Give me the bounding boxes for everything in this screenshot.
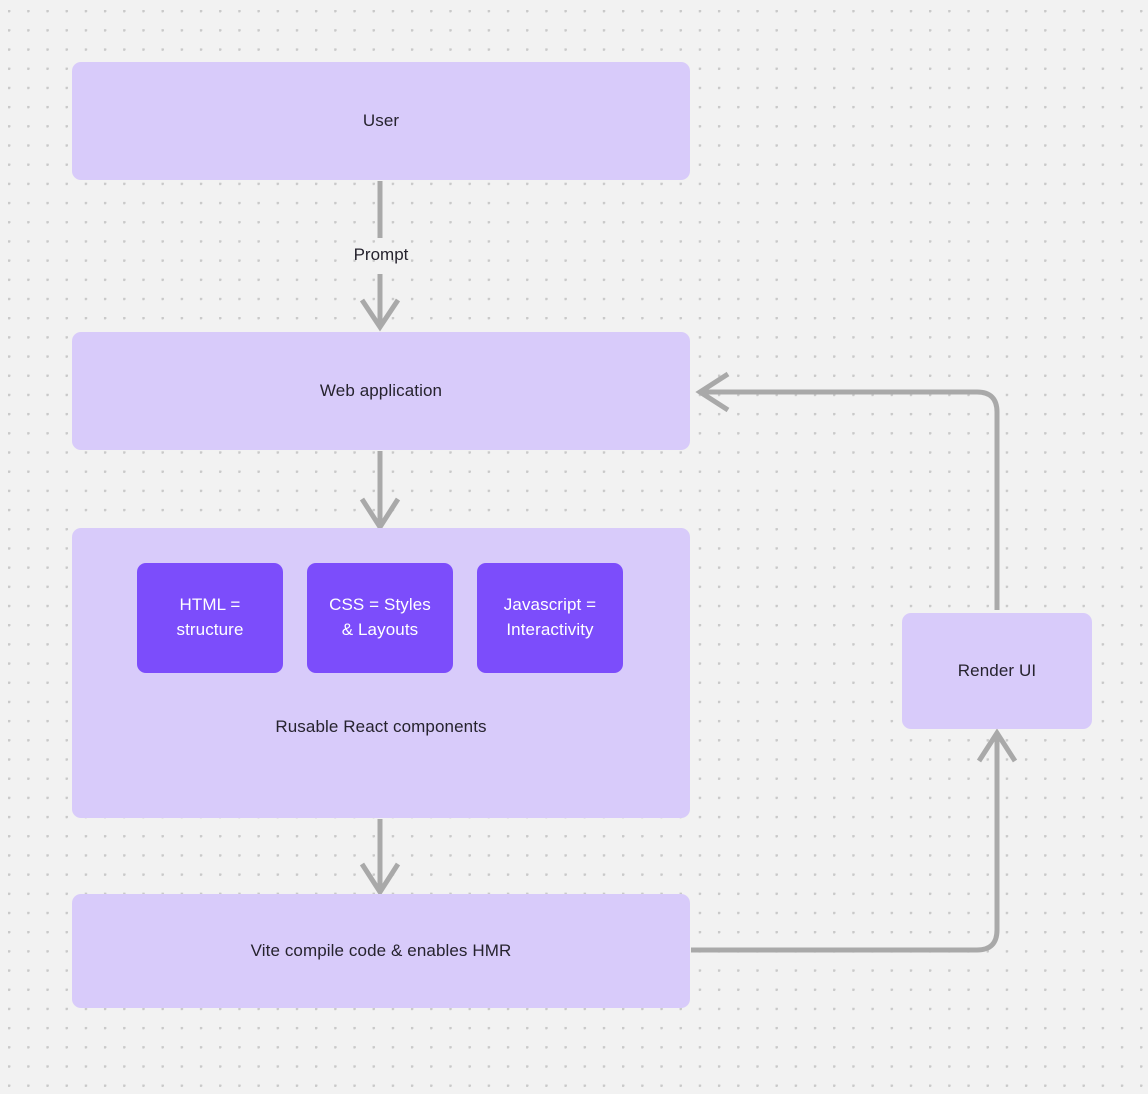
node-user[interactable]: User <box>72 62 690 180</box>
chip-css-line2: & Layouts <box>341 620 419 639</box>
arrowhead-prompt-to-webapp <box>359 298 401 332</box>
chip-css[interactable]: CSS = Styles & Layouts <box>307 563 453 673</box>
node-reusable-components[interactable]: HTML = structure CSS = Styles & Layouts … <box>72 528 690 818</box>
node-user-label: User <box>362 110 400 130</box>
node-render-ui[interactable]: Render UI <box>902 613 1092 729</box>
node-web-application-label: Web application <box>319 380 443 400</box>
arrowhead-webapp-to-components <box>359 497 401 532</box>
node-reusable-components-caption: Rusable React components <box>275 717 487 736</box>
arrowhead-render-to-webapp <box>695 371 730 413</box>
node-vite[interactable]: Vite compile code & enables HMR <box>72 894 690 1008</box>
chip-html-line2: structure <box>176 620 244 639</box>
arrowhead-components-to-vite <box>359 862 401 897</box>
edge-render-to-webapp <box>703 389 1000 610</box>
arrowhead-vite-to-render <box>976 728 1018 763</box>
chip-html[interactable]: HTML = structure <box>137 563 283 673</box>
chip-javascript-line2: Interactivity <box>506 620 594 639</box>
node-render-ui-label: Render UI <box>957 660 1037 680</box>
chip-html-line1: HTML = <box>179 595 241 615</box>
chip-css-line1: CSS = Styles <box>329 595 431 615</box>
edge-vite-to-render <box>691 735 1000 953</box>
chip-row: HTML = structure CSS = Styles & Layouts … <box>137 563 625 673</box>
edge-label-prompt: Prompt <box>353 245 409 264</box>
node-web-application[interactable]: Web application <box>72 332 690 450</box>
chip-javascript[interactable]: Javascript = Interactivity <box>477 563 623 673</box>
chip-javascript-line1: Javascript = <box>503 595 597 615</box>
node-vite-label: Vite compile code & enables HMR <box>250 940 512 960</box>
